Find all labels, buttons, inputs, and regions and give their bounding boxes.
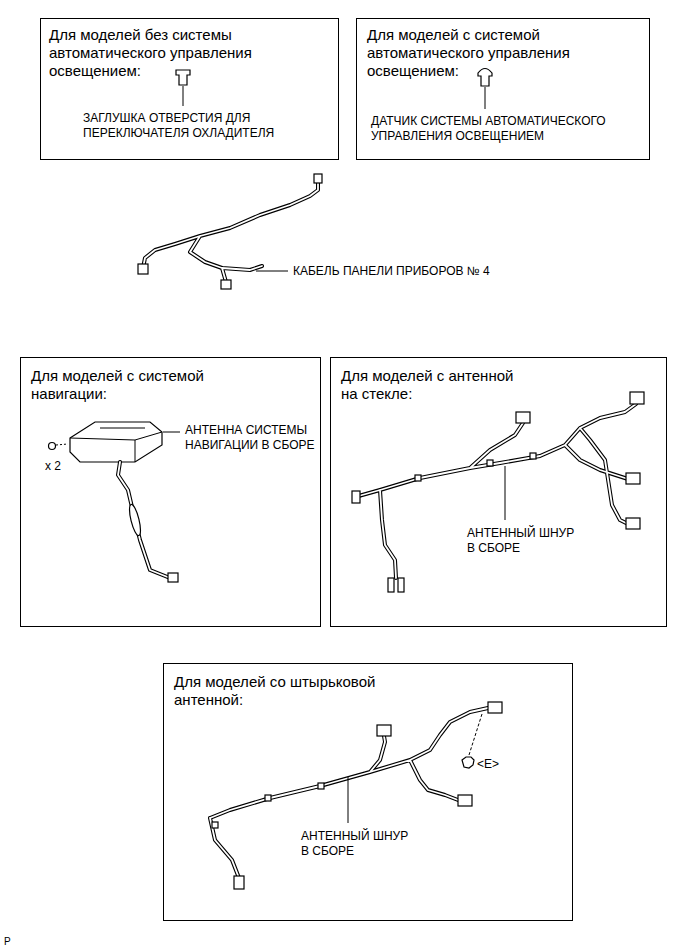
- clamp: [212, 822, 218, 828]
- option-panel: Для моделей со штырьковой антенной: АНТЕН…: [163, 663, 573, 921]
- option-panel: Для моделей с системой автоматического у…: [356, 18, 650, 160]
- leader-line: [348, 777, 349, 823]
- option-panel: Для моделей с антенной на стекле: АНТЕННЫ…: [330, 357, 667, 627]
- plug: [398, 578, 404, 592]
- part-name: ЗАГЛУШКА ОТВЕРСТИЯ ДЛЯ ПЕРЕКЛЮЧАТЕЛЯ ОХЛ…: [83, 111, 323, 141]
- panel-heading: Для моделей без системы автоматического …: [49, 26, 274, 80]
- clamp: [530, 453, 536, 459]
- clamp: [265, 795, 271, 801]
- connector: [516, 412, 530, 423]
- part-name: КАБЕЛЬ ПАНЕЛИ ПРИБОРОВ № 4: [293, 264, 498, 279]
- antenna-cable: [118, 462, 170, 578]
- part-name: АНТЕННА СИСТЕМЫ НАВИГАЦИИ В СБОРЕ: [185, 423, 317, 453]
- panel-heading: Для моделей со штырьковой антенной:: [174, 673, 399, 709]
- figure-code: P: [4, 936, 24, 948]
- part-name: x 2: [45, 459, 85, 474]
- connector: [138, 264, 148, 274]
- connector: [234, 876, 244, 889]
- wire-harness: [143, 182, 318, 282]
- panel-heading: Для моделей с антенной на стекле:: [341, 367, 516, 403]
- leader-line: [469, 714, 482, 755]
- connector: [488, 702, 502, 713]
- option-panel: Для моделей без системы автоматического …: [40, 18, 339, 160]
- connector: [626, 518, 640, 529]
- leader-line: [485, 87, 486, 109]
- clamp: [318, 783, 324, 789]
- connector: [314, 174, 322, 183]
- antenna-cord: [355, 404, 636, 578]
- leader-line: [505, 466, 506, 520]
- screw: [49, 443, 56, 450]
- panel-heading: Для моделей с системой автоматического у…: [367, 26, 592, 80]
- connector: [352, 491, 360, 503]
- connector: [630, 392, 644, 404]
- leader-line: [183, 86, 184, 106]
- cable-filter: [127, 504, 143, 537]
- leader-line: [56, 444, 68, 445]
- part-name: ДАТЧИК СИСТЕМЫ АВТОМАТИЧЕСКОГО УПРАВЛЕНИ…: [371, 114, 646, 144]
- bolt: [462, 757, 474, 768]
- connector: [626, 473, 640, 484]
- leader-line: [256, 271, 288, 272]
- clamp: [415, 475, 421, 481]
- clamp: [487, 460, 493, 466]
- panel-heading: Для моделей с системой навигации:: [31, 367, 206, 403]
- antenna-cord: [210, 708, 488, 878]
- light-sensor: [478, 69, 492, 87]
- antenna-cord: [210, 708, 488, 878]
- connector: [168, 573, 178, 582]
- connector: [458, 795, 472, 806]
- antenna-detail: [70, 428, 162, 462]
- part-name: АНТЕННЫЙ ШНУР В СБОРЕ: [467, 526, 577, 556]
- part-name: АНТЕННЫЙ ШНУР В СБОРЕ: [301, 829, 411, 859]
- navigation-antenna: [70, 422, 162, 462]
- hole-plug: [176, 70, 190, 85]
- connector: [221, 280, 231, 289]
- plug: [388, 578, 394, 592]
- antenna-cord: [355, 404, 636, 578]
- part-name: <E>: [477, 757, 517, 772]
- leader-line: [163, 432, 180, 433]
- option-panel: Для моделей с системой навигации: АНТЕННА…: [20, 357, 321, 627]
- connector: [377, 725, 391, 736]
- antenna-cable: [118, 462, 170, 578]
- wire-harness: [143, 182, 318, 282]
